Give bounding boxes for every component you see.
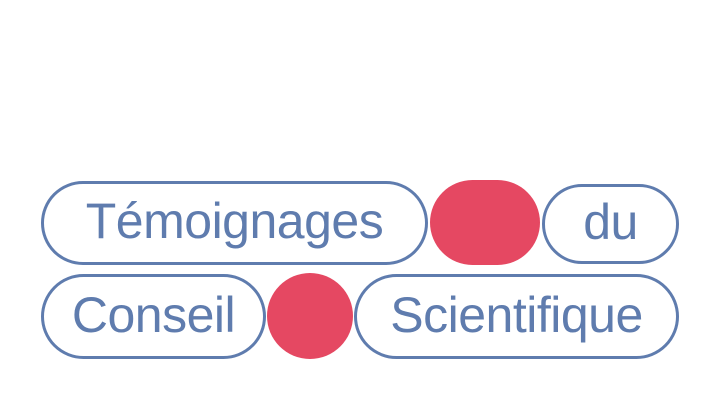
word-temoignages: Témoignages <box>85 193 384 249</box>
word-conseil: Conseil <box>71 286 236 343</box>
pill-du: du <box>542 184 679 264</box>
pill-conseil: Conseil <box>41 274 266 359</box>
red-pill-shape <box>430 180 540 265</box>
red-circle-shape <box>267 273 353 359</box>
pill-scientifique: Scientifique <box>354 274 679 359</box>
pill-temoignages: Témoignages <box>41 181 428 265</box>
word-du: du <box>583 194 638 250</box>
word-scientifique: Scientifique <box>390 286 643 343</box>
